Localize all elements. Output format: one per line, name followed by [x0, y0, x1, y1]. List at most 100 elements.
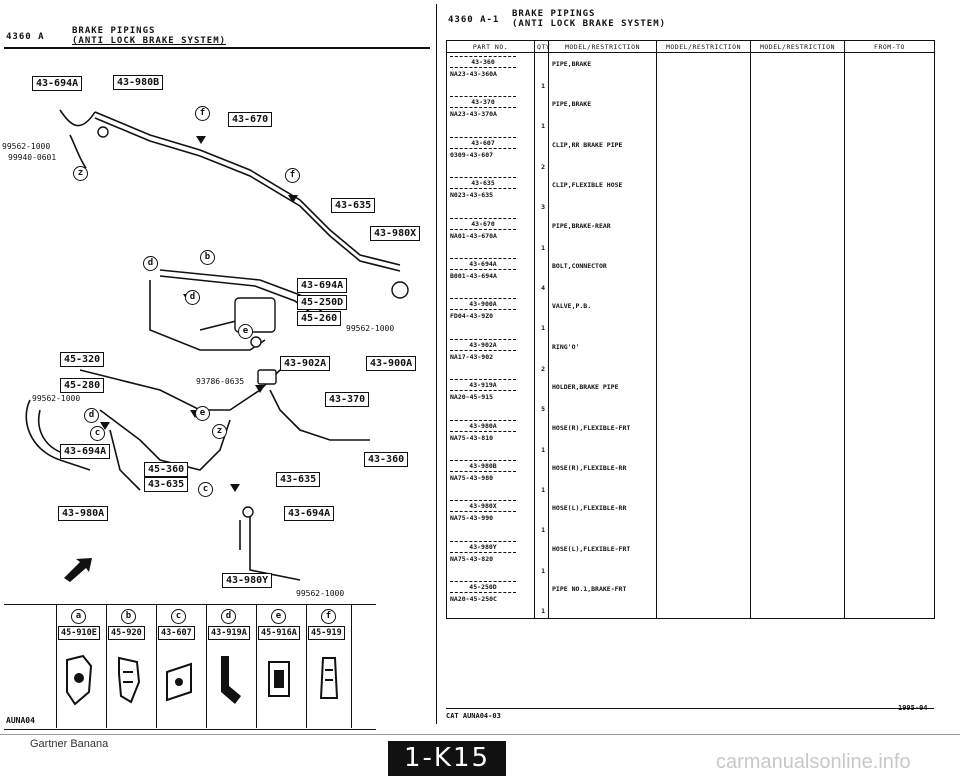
detail-callout: b — [121, 609, 136, 624]
part-description: PIPE,BRAKE — [552, 60, 592, 68]
holder-icon — [268, 661, 290, 697]
clip-icon — [66, 654, 93, 706]
description-cell: PIPE,BRAKE — [548, 52, 657, 94]
callout-f: f — [195, 106, 210, 121]
detail-callout: a — [71, 609, 86, 624]
part-description: HOSE(L),FLEXIBLE-RR — [552, 504, 627, 513]
restriction-cell — [750, 214, 845, 255]
restriction-cell — [750, 295, 845, 336]
qty-value: 3 — [541, 203, 545, 212]
footer-bottom-rule — [0, 734, 960, 735]
detail-cell-a: a 45-910E — [56, 604, 101, 728]
table-header-row: PART NO. QTY MODEL/RESTRICTION MODEL/RES… — [446, 40, 935, 53]
qty-cell: 1 — [534, 497, 549, 538]
tag-43-360: 43-360 — [364, 452, 409, 467]
qty-cell: 1 — [534, 416, 549, 457]
part-description: PIPE,BRAKE-REAR — [552, 221, 611, 230]
tag-43-900A: 43-900A — [366, 356, 417, 371]
part-number-label: 99562-1000 — [296, 589, 345, 598]
column-header: MODEL/RESTRICTION — [750, 40, 845, 53]
from-to-cell — [844, 93, 935, 134]
page-number: 1-K15 — [388, 741, 506, 776]
left-header-subtitle: (ANTI LOCK BRAKE SYSTEM) — [72, 36, 227, 46]
column-header: QTY — [534, 40, 550, 53]
restriction-cell — [750, 52, 845, 94]
column-header: PART NO. — [446, 40, 535, 53]
description-cell: RING'O' — [548, 335, 657, 377]
part-number-label: 99562-1000 — [346, 324, 395, 333]
from-to-cell — [844, 416, 935, 457]
restriction-cell — [750, 174, 845, 215]
part-number-label: 99940-0601 — [8, 153, 57, 162]
detail-cell-f: f 45-919 — [306, 604, 352, 728]
restriction-cell — [750, 578, 845, 620]
part-description: CLIP,RR BRAKE PIPE — [552, 140, 623, 149]
description-cell: HOSE(R),FLEXIBLE-FRT — [548, 416, 657, 457]
callout-e: e — [238, 324, 253, 339]
description-cell: HOSE(L),FLEXIBLE-RR — [548, 497, 657, 538]
callout-d: d — [84, 408, 99, 423]
qty-cell: 1 — [534, 52, 549, 94]
callout-z: z — [212, 424, 227, 439]
qty-cell: 1 — [534, 214, 549, 255]
qty-value: 2 — [541, 162, 545, 171]
detail-callout: c — [171, 609, 186, 624]
part-number: NA75-43-820 — [450, 554, 494, 563]
qty-value: 1 — [541, 122, 545, 131]
part-number: NA01-43-670A — [450, 231, 497, 240]
qty-cell: 1 — [534, 537, 549, 579]
callout-f: f — [285, 168, 300, 183]
holder-icon — [221, 656, 241, 704]
tag-43-694A: 43-694A — [297, 278, 348, 293]
from-to-cell — [844, 214, 935, 255]
qty-cell: 2 — [534, 133, 549, 175]
description-cell: BOLT,CONNECTOR — [548, 254, 657, 296]
part-number: 0309-43-607 — [450, 150, 494, 159]
tag-43-980B: 43-980B — [113, 75, 164, 90]
qty-cell: 4 — [534, 254, 549, 296]
qty-value: 1 — [541, 445, 545, 454]
left-header-rule — [4, 47, 430, 49]
part-number: NA75-43-810 — [450, 433, 494, 442]
part-number: NA75-43-990 — [450, 514, 494, 523]
from-to-cell — [844, 578, 935, 620]
footer-code: AUNA04 — [6, 716, 35, 725]
left-header-code: 4360 A — [6, 32, 45, 42]
tag-43-370: 43-370 — [325, 392, 370, 407]
page-divider — [436, 4, 437, 724]
ref-number: 43-980B — [450, 459, 516, 472]
part-description: CLIP,FLEXIBLE HOSE — [552, 181, 623, 190]
detail-cell-b: b 45-920 — [106, 604, 151, 728]
right-header-code: 4360 A-1 — [448, 15, 500, 25]
left-header-title: BRAKE PIPINGS — [72, 26, 156, 36]
restriction-cell — [656, 335, 751, 377]
qty-cell: 1 — [534, 295, 549, 336]
qty-value: 1 — [541, 526, 545, 535]
qty-cell: 3 — [534, 174, 549, 215]
tag-43-635: 43-635 — [276, 472, 321, 487]
restriction-cell — [750, 456, 845, 498]
piping-drawing — [25, 109, 409, 581]
detail-tag: 45-916A — [258, 626, 300, 640]
qty-cell: 1 — [534, 93, 549, 134]
description-cell: HOLDER,BRAKE PIPE — [548, 376, 657, 417]
part-number: N023-43-635 — [450, 191, 494, 200]
restriction-cell — [656, 214, 751, 255]
detail-callout: d — [221, 609, 236, 624]
tag-45-280: 45-280 — [60, 378, 105, 393]
qty-value: 1 — [541, 324, 545, 333]
part-number: NA20-45-250C — [450, 595, 497, 604]
part-description: BOLT,CONNECTOR — [552, 261, 607, 270]
